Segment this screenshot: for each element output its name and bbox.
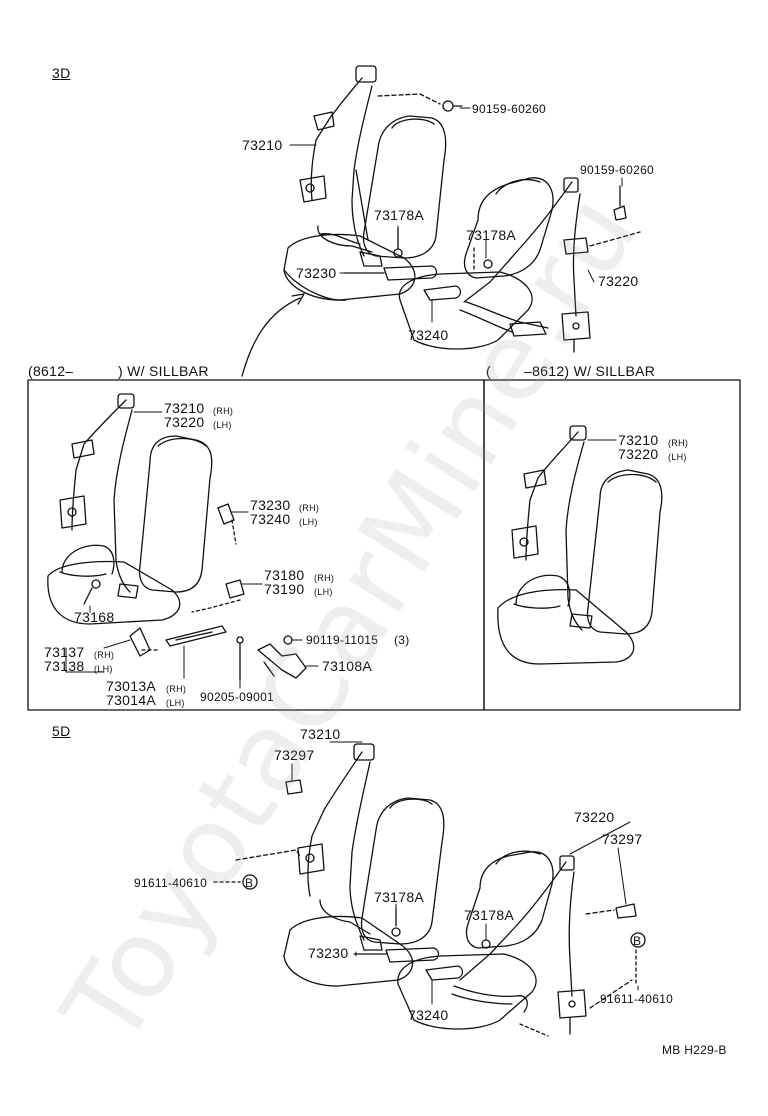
right-box-header-start: ( [486, 363, 491, 379]
section-5d-label: 5D [52, 723, 71, 739]
part-73220-right: 73220 [618, 446, 659, 462]
part-73178a-top-a: 73178A [374, 207, 425, 223]
lh-tag-73220-right: (LH) [668, 452, 687, 462]
section-3d-label: 3D [52, 65, 71, 81]
rh-tag-73180-left: (RH) [314, 573, 335, 583]
rh-tag-73013a-left: (RH) [166, 684, 187, 694]
part-73178a-bottom-b: 73178A [464, 907, 515, 923]
part-73240-bottom: 73240 [408, 1007, 449, 1023]
marker-b-left: B [245, 876, 254, 890]
part-73210-left: 73210 [164, 400, 205, 416]
right-detail-frame [483, 379, 741, 711]
rh-tag-73230-left: (RH) [299, 503, 320, 513]
part-73108a-left: 73108A [322, 658, 373, 674]
part-73297-bottom-b: 73297 [602, 831, 643, 847]
part-90205-09001-left: 90205-09001 [200, 690, 275, 704]
rear-seat-3d-top [398, 177, 641, 353]
part-73220-top: 73220 [598, 273, 639, 289]
part-91611-40610-bottom-a: 91611-40610 [134, 876, 208, 890]
leader-lines [65, 107, 639, 1005]
part-73230-bottom: 73230 [308, 945, 349, 961]
lh-tag-73190-left: (LH) [314, 587, 333, 597]
right-box-header-end: –8612) W/ SILLBAR [524, 363, 656, 379]
part-73137-left: 73137 [44, 644, 85, 660]
part-73210-bottom: 73210 [300, 726, 341, 742]
marker-b-right: B [633, 934, 642, 948]
left-box-header-end: ) W/ SILLBAR [118, 363, 209, 379]
part-73138-left: 73138 [44, 658, 85, 674]
part-73014a-left: 73014A [106, 692, 157, 708]
part-73220-left: 73220 [164, 414, 205, 430]
part-73180-left: 73180 [264, 567, 305, 583]
left-box-seat [47, 393, 307, 681]
qty-90119-left: (3) [394, 633, 410, 647]
right-box-seat [497, 425, 663, 665]
part-73178a-top-b: 73178A [466, 227, 517, 243]
front-seat-3d-top [283, 65, 463, 301]
part-73240-top: 73240 [408, 327, 449, 343]
rh-tag-73210-right: (RH) [668, 438, 689, 448]
part-73210-right: 73210 [618, 432, 659, 448]
part-73013a-left: 73013A [106, 678, 157, 694]
part-90119-11015-left: 90119-11015 [306, 633, 379, 647]
part-73240-left: 73240 [250, 511, 291, 527]
part-90159-60260-top-b: 90159-60260 [580, 163, 655, 177]
part-73220-bottom: 73220 [574, 809, 615, 825]
rh-tag-73210-left: (RH) [213, 406, 234, 416]
rh-tag-73137-left: (RH) [94, 650, 115, 660]
part-73168-left: 73168 [74, 609, 115, 625]
detail-arrow [241, 293, 305, 377]
part-73178a-bottom-a: 73178A [374, 889, 425, 905]
part-73210-top: 73210 [242, 137, 283, 153]
part-73230-top: 73230 [296, 265, 337, 281]
lh-tag-73240-left: (LH) [299, 517, 318, 527]
part-73190-left: 73190 [264, 581, 305, 597]
lh-tag-73138-left: (LH) [94, 664, 113, 674]
left-box-header-start: (8612– [28, 363, 74, 379]
part-73230-left: 73230 [250, 497, 291, 513]
diagram-code: MB H229-B [662, 1043, 727, 1057]
rear-seat-5d-bottom [397, 850, 646, 1037]
lh-tag-73220-left: (LH) [213, 420, 232, 430]
lh-tag-73014a-left: (LH) [166, 698, 185, 708]
part-73297-bottom-a: 73297 [274, 747, 315, 763]
front-seat-5d-bottom [213, 743, 445, 987]
part-91611-40610-bottom-b: 91611-40610 [600, 992, 674, 1006]
part-90159-60260-top-a: 90159-60260 [472, 102, 547, 116]
